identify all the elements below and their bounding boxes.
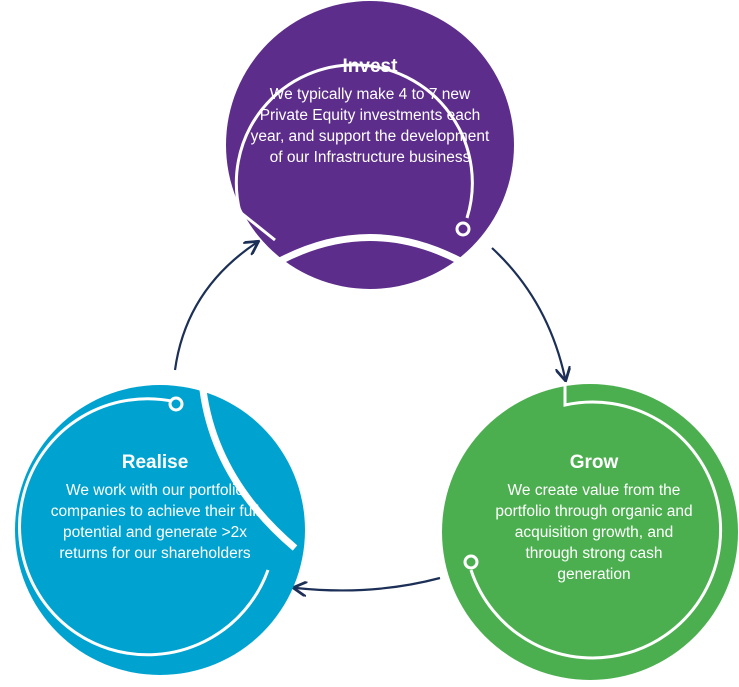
- invest-ring-end-dot: [455, 221, 471, 237]
- realise-ring-end-dot: [168, 396, 184, 412]
- grow-ring-line: [469, 382, 723, 660]
- realise-ring-line: [18, 397, 270, 657]
- invest-bottom-wave: [276, 234, 464, 266]
- invest-ring-line: [234, 63, 474, 242]
- arrow-grow-to-realise: [296, 576, 441, 590]
- invest-title: Invest: [342, 56, 398, 77]
- realise-node-text: Realise We work with our portfolio compa…: [40, 452, 270, 564]
- invest-circle: [226, 1, 514, 289]
- grow-description: We create value from the portfolio throu…: [495, 482, 693, 583]
- grow-ring-end-dot: [463, 554, 479, 570]
- realise-inner-curve: [199, 389, 298, 551]
- realise-circle: [15, 385, 305, 675]
- arrow-invest-to-grow: [491, 247, 565, 378]
- arrow-realise-to-invest: [173, 243, 256, 371]
- grow-circle: [442, 384, 738, 680]
- realise-description: We work with our portfolio companies to …: [50, 482, 260, 562]
- invest-description: We typically make 4 to 7 new Private Equ…: [250, 86, 490, 166]
- grow-title: Grow: [569, 452, 619, 473]
- grow-node-text: Grow We create value from the portfolio …: [494, 452, 694, 585]
- realise-title: Realise: [121, 452, 189, 473]
- invest-node-text: Invest We typically make 4 to 7 new Priv…: [250, 56, 490, 168]
